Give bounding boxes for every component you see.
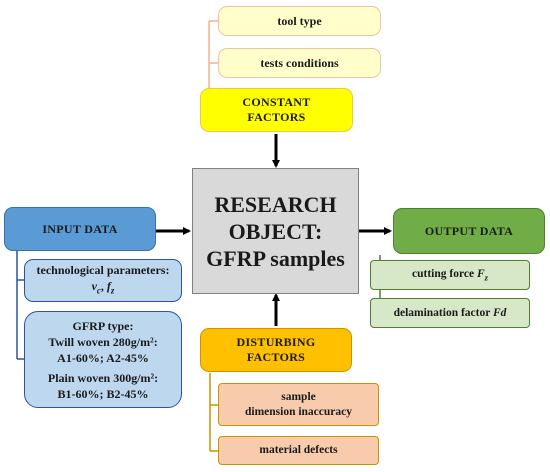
research-object-box: RESEARCH OBJECT: GFRP samples [192, 168, 359, 294]
output-delamination-factor: delamination factor Fd [370, 298, 530, 328]
disturbing-item-dimension-inaccuracy: sample dimension inaccuracy [218, 383, 379, 426]
disturbing-factors-heading: DISTURBING FACTORS [200, 328, 352, 372]
constant-item-tests-conditions: tests conditions [218, 48, 381, 78]
input-bracket-line [16, 250, 24, 360]
constant-bracket-line [208, 20, 218, 88]
technological-variables: vc, fz [91, 279, 115, 296]
constant-item-tool-type: tool type [218, 6, 381, 36]
output-data-heading: OUTPUT DATA [393, 208, 545, 254]
input-gfrp-type: GFRP type: Twill woven 280g/m²: A1-60%; … [24, 311, 182, 408]
disturbing-item-material-defects: material defects [218, 436, 379, 465]
constant-factors-heading: CONSTANT FACTORS [200, 88, 353, 132]
disturbing-bracket-line [209, 373, 218, 452]
input-technological-parameters: technological parameters: vc, fz [24, 259, 182, 302]
input-data-heading: INPUT DATA [4, 207, 156, 251]
output-cutting-force: cutting force Fz [370, 260, 530, 290]
